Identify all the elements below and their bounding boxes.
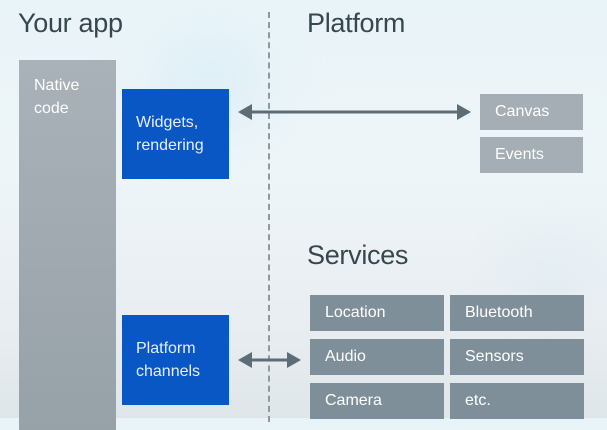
services-heading: Services (307, 240, 409, 270)
platform-channels-block: Platform channels (122, 315, 229, 405)
service-sensors: Sensors (450, 339, 584, 375)
widgets-label-line2: rendering (136, 137, 204, 154)
canvas-block: Canvas (480, 94, 583, 130)
app-platform-divider (268, 12, 270, 422)
service-etc: etc. (450, 383, 584, 419)
service-camera-label: Camera (325, 392, 382, 409)
widgets-label-line1: Widgets, (136, 114, 199, 131)
platform-channels-label-line2: channels (136, 363, 201, 380)
service-location: Location (310, 295, 444, 331)
native-code-label: Native code (34, 77, 80, 117)
service-bluetooth-label: Bluetooth (465, 304, 533, 321)
platform-heading: Platform (307, 8, 406, 38)
widgets-rendering-block: Widgets, rendering (122, 89, 229, 179)
channels-services-arrow (238, 352, 301, 368)
service-etc-label: etc. (465, 392, 491, 409)
your-app-heading: Your app (18, 8, 123, 38)
events-block: Events (480, 137, 583, 173)
canvas-label: Canvas (495, 103, 550, 120)
service-audio: Audio (310, 339, 444, 375)
service-camera: Camera (310, 383, 444, 419)
arrows-layer (238, 104, 471, 368)
native-code-block: Native code (19, 60, 116, 430)
events-label: Events (495, 146, 544, 163)
service-bluetooth: Bluetooth (450, 295, 584, 331)
platform-channels-label-line1: Platform (136, 340, 196, 357)
service-location-label: Location (325, 304, 386, 321)
service-audio-label: Audio (325, 348, 366, 365)
widgets-canvas-arrow (238, 104, 471, 120)
service-sensors-label: Sensors (465, 348, 524, 365)
